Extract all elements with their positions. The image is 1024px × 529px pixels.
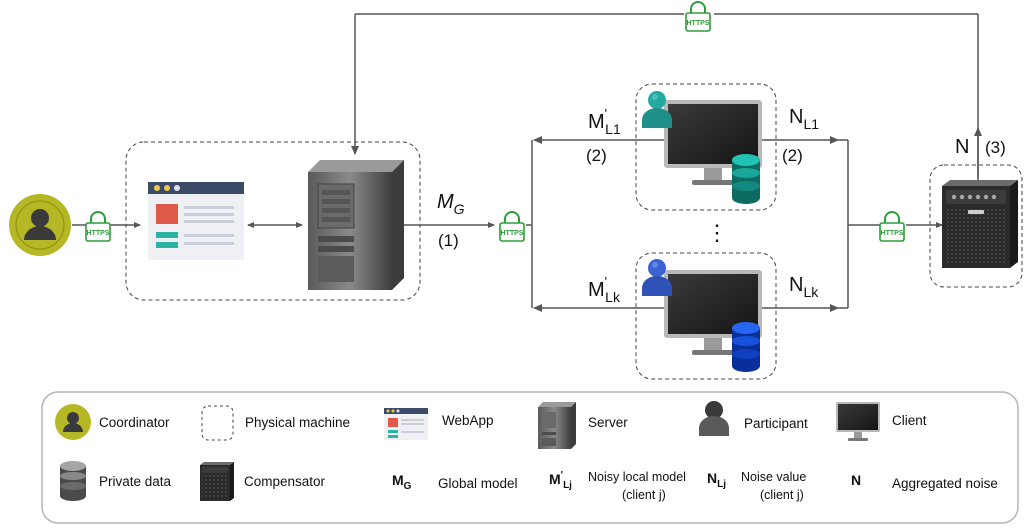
- step-2-right-label: (2): [782, 146, 803, 165]
- client-1-monitor-icon: [664, 100, 762, 185]
- legend-participant-label: Participant: [744, 416, 808, 431]
- svg-text:HTTPS: HTTPS: [687, 20, 710, 27]
- legend-noise-value-symbol: NLj: [707, 470, 727, 490]
- legend-coordinator-label: Coordinator: [99, 415, 170, 430]
- legend-participant-icon: [699, 401, 729, 436]
- physical-machine-coordinator-box: [125, 141, 421, 301]
- svg-text:HTTPS: HTTPS: [881, 230, 904, 237]
- server-icon: [308, 160, 404, 290]
- global-model-label: MG: [437, 191, 465, 217]
- client-k-monitor-icon: [664, 270, 762, 355]
- private-data-1-icon: [732, 154, 760, 204]
- legend-server-icon: [538, 402, 576, 449]
- https-lock-icon: HTTPS: [85, 211, 111, 242]
- noise-value-1-label: NL1: [789, 106, 820, 132]
- legend-physical-machine-icon: [201, 405, 234, 441]
- coordinator-icon: [9, 194, 71, 256]
- vertical-dots: ⋮: [706, 220, 728, 245]
- private-data-k-icon: [732, 322, 760, 372]
- legend-server-label: Server: [588, 415, 628, 430]
- participant-k-icon: [642, 259, 672, 296]
- legend-compensator-icon: [200, 462, 234, 501]
- legend-private-data-icon: [60, 461, 86, 501]
- legend-compensator-label: Compensator: [244, 474, 326, 489]
- legend-physical-machine-label: Physical machine: [245, 415, 351, 430]
- legend-aggregated-noise-label: Aggregated noise: [892, 476, 998, 491]
- svg-text:HTTPS: HTTPS: [501, 230, 524, 237]
- noise-value-k-label: NLk: [789, 274, 819, 300]
- legend-noise-value-label: Noise value: [741, 470, 807, 484]
- https-lock-icon: HTTPS: [879, 211, 905, 242]
- legend-noise-value-sublabel: (client j): [760, 488, 804, 502]
- https-text: HTTPS: [87, 230, 110, 237]
- step-1-label: (1): [438, 231, 459, 250]
- legend-webapp-icon: [384, 408, 428, 440]
- noisy-local-model-k-label: M'Lk: [588, 274, 620, 305]
- step-2-left-label: (2): [586, 146, 607, 165]
- legend-webapp-label: WebApp: [442, 413, 494, 428]
- https-lock-icon: HTTPS: [499, 211, 525, 242]
- legend-noisy-local-symbol: M'Lj: [549, 470, 572, 491]
- legend-client-icon: [836, 402, 880, 441]
- legend-coordinator-icon: [55, 404, 91, 440]
- legend-aggregated-noise-symbol: N: [851, 472, 862, 488]
- legend-private-data-label: Private data: [99, 474, 172, 489]
- legend-noisy-local-label: Noisy local model: [588, 470, 686, 484]
- participant-1-icon: [642, 91, 672, 128]
- noisy-local-model-1-label: M'L1: [588, 106, 621, 137]
- physical-machine-compensator-box: [929, 164, 1023, 288]
- legend-global-model-symbol: MG: [392, 472, 412, 492]
- legend-client-label: Client: [892, 413, 927, 428]
- legend-box: [41, 391, 1019, 524]
- aggregated-noise-label: N: [955, 136, 970, 158]
- legend-noisy-local-sublabel: (client j): [622, 488, 666, 502]
- webapp-icon: [148, 182, 244, 260]
- legend-global-model-label: Global model: [438, 476, 518, 491]
- compensator-icon: [942, 180, 1018, 268]
- https-lock-icon: HTTPS: [684, 1, 714, 36]
- step-3-label: (3): [985, 138, 1006, 157]
